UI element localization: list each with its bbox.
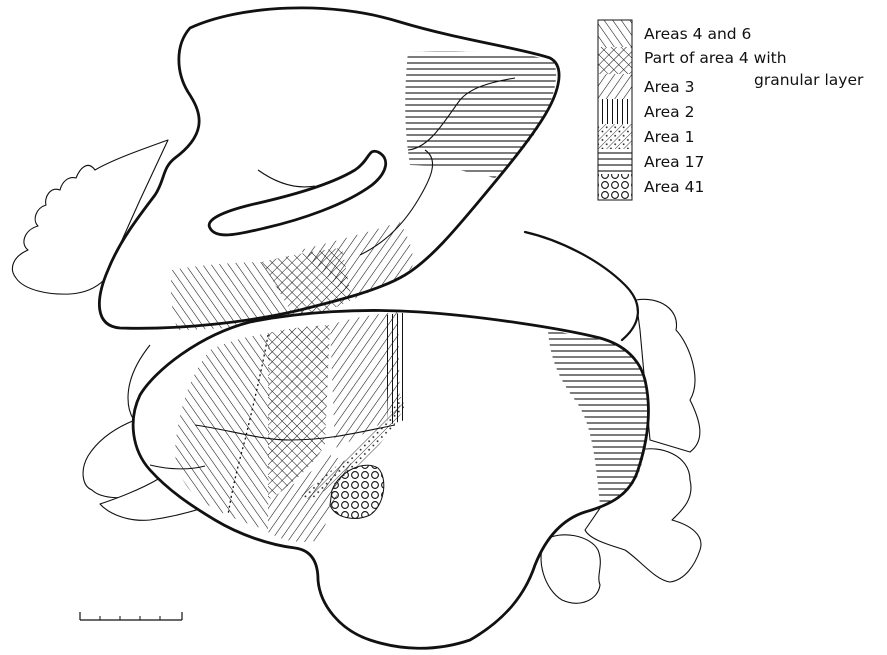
legend-label-area-17: Area 17 bbox=[644, 153, 704, 171]
area-17-region-upper bbox=[405, 51, 556, 178]
bottom-small-lobe bbox=[541, 535, 600, 603]
legend: Areas 4 and 6 Part of area 4 with granul… bbox=[598, 20, 864, 200]
legend-label-areas-4-and-6: Areas 4 and 6 bbox=[644, 25, 751, 43]
legend-swatch-area-4-granular bbox=[598, 47, 632, 74]
legend-swatch-area-2 bbox=[598, 99, 632, 124]
legend-label-granular-layer: granular layer bbox=[754, 71, 864, 89]
legend-label-area-41: Area 41 bbox=[644, 178, 704, 196]
legend-label-area-4-granular: Part of area 4 with bbox=[644, 49, 787, 67]
legend-swatch-area-1 bbox=[598, 124, 632, 149]
connecting-arc bbox=[525, 232, 638, 340]
legend-swatch-area-17 bbox=[598, 149, 632, 174]
legend-swatch-area-41 bbox=[598, 174, 632, 200]
legend-label-area-3: Area 3 bbox=[644, 78, 694, 96]
legend-label-area-1: Area 1 bbox=[644, 128, 694, 146]
upper-hemisphere bbox=[99, 8, 559, 330]
legend-label-area-2: Area 2 bbox=[644, 103, 694, 121]
legend-swatch-area-3 bbox=[598, 74, 632, 99]
legend-swatch-areas-4-and-6 bbox=[598, 20, 632, 47]
scale-bar bbox=[80, 612, 182, 620]
